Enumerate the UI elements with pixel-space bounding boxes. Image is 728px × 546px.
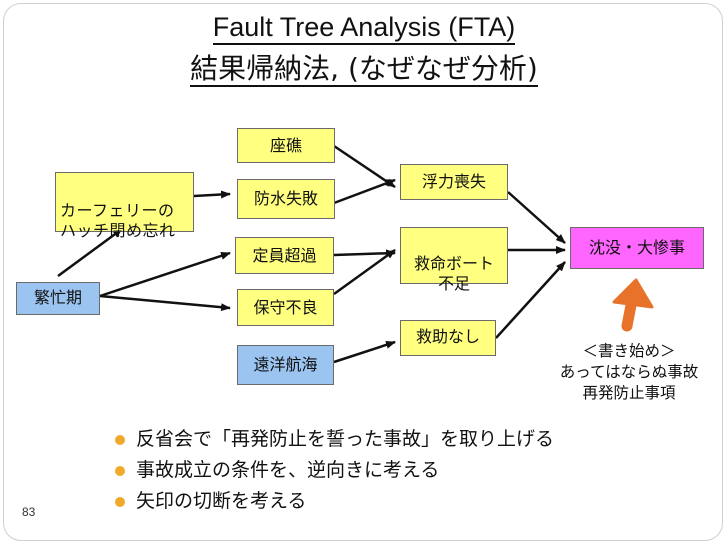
box-teiin-label: 定員超過 <box>252 246 317 265</box>
bullet-item: 反省会で「再発防止を誓った事故」を取り上げる <box>112 424 554 455</box>
arrow-hanbouki-to-ferry <box>57 227 123 278</box>
box-furyoku: 浮力喪失 <box>400 164 508 200</box>
box-enyo: 遠洋航海 <box>237 345 334 385</box>
arrow-hanbouki-to-teiin <box>99 251 231 298</box>
box-ferry-hatch-label: カーフェリーの ハッチ閉め忘れ <box>60 201 176 240</box>
arrow-teiin-to-kyumei <box>333 248 396 296</box>
box-kyujo: 救助なし <box>400 320 496 356</box>
box-chinbotsu-label: 沈没・大惨事 <box>588 238 685 257</box>
title-english-text: Fault Tree Analysis (FTA) <box>212 12 516 46</box>
title-japanese-text: 結果帰納法, (なぜなぜ分析) <box>190 52 538 88</box>
note-line-accident: あってはならぬ事故 <box>559 363 699 381</box>
slide-title-english: Fault Tree Analysis (FTA) <box>0 12 728 46</box>
arrow-enyo-to-kyujo <box>333 340 396 364</box>
box-ferry-hatch: カーフェリーの ハッチ閉め忘れ <box>55 172 194 240</box>
note-line-prevention: 再発防止事項 <box>582 384 676 402</box>
box-zaisho-label: 座礁 <box>269 136 302 155</box>
arrow-furyoku-to-chinbotsu <box>507 191 566 244</box>
bullet-list: 反省会で「再発防止を誓った事故」を取り上げる 事故成立の条件を、逆向きに考える … <box>112 424 554 517</box>
slide-title-japanese: 結果帰納法, (なぜなぜ分析) <box>0 52 728 88</box>
box-bosui: 防水失敗 <box>237 179 335 219</box>
arrow-hanbouki-to-hoshu <box>99 294 231 312</box>
highlight-arrow-head <box>612 278 654 309</box>
arrow-ferry-to-bosui <box>193 190 231 199</box>
arrow-hoshu-to-kyumei <box>333 249 396 258</box>
arrow-bosui-to-furyoku <box>333 178 396 205</box>
page-number: 83 <box>22 505 36 519</box>
slide-frame <box>3 3 723 541</box>
box-furyoku-label: 浮力喪失 <box>421 172 486 191</box>
box-hanbouki-label: 繁忙期 <box>33 288 82 307</box>
box-kyumei: 救命ボート 不足 <box>400 227 508 293</box>
box-hanbouki: 繁忙期 <box>16 282 100 315</box>
arrow-zaisho-to-furyoku <box>333 144 396 189</box>
box-chinbotsu: 沈没・大惨事 <box>570 227 704 269</box>
top-event-note: ＜書き始め＞ あってはならぬ事故 再発防止事項 <box>534 341 724 404</box>
box-kyumei-label: 救命ボート 不足 <box>413 254 494 293</box>
bullet-item: 事故成立の条件を、逆向きに考える <box>112 455 554 486</box>
box-zaisho: 座礁 <box>237 128 335 163</box>
box-enyo-label: 遠洋航海 <box>253 355 318 374</box>
bullet-item: 矢印の切断を考える <box>112 486 554 517</box>
box-hoshu-label: 保守不良 <box>253 298 318 317</box>
note-line-start: ＜書き始め＞ <box>582 342 676 360</box>
box-kyujo-label: 救助なし <box>415 327 480 346</box>
box-hoshu: 保守不良 <box>237 289 334 326</box>
box-bosui-label: 防水失敗 <box>253 189 318 208</box>
box-teiin: 定員超過 <box>235 237 334 274</box>
arrow-kyujo-to-chinbotsu <box>495 261 566 339</box>
